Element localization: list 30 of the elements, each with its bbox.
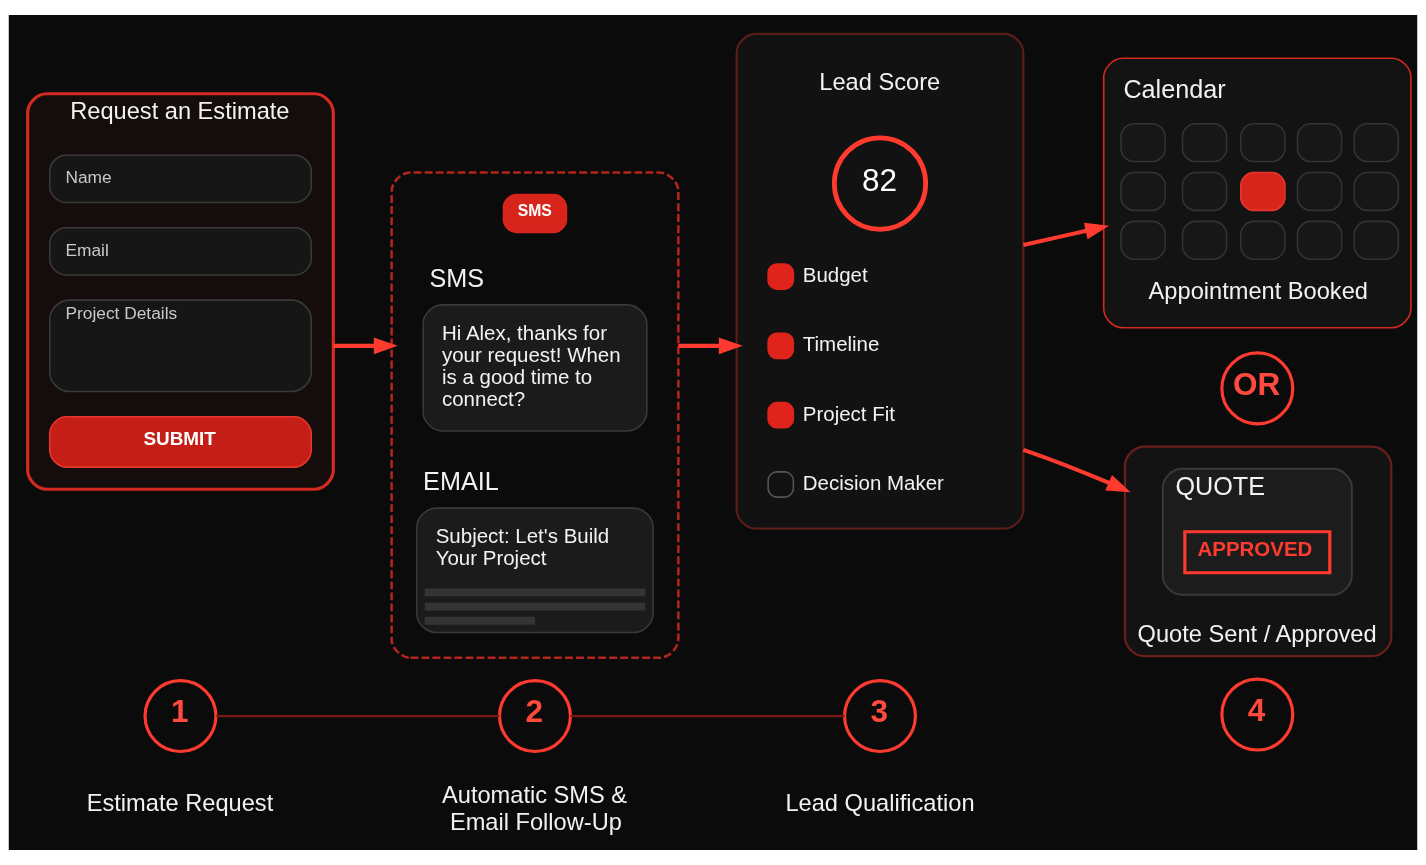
arrow xyxy=(1022,222,1110,247)
node-label: Timeline xyxy=(802,332,880,356)
node-circle: 2 xyxy=(497,679,572,754)
node-box: Project Details xyxy=(48,299,313,393)
node-circle: 4 xyxy=(1220,677,1295,752)
node-label: Estimate Request xyxy=(86,790,274,817)
node-label: Project Fit xyxy=(802,401,895,425)
connector xyxy=(570,714,845,718)
node-label: EMAIL xyxy=(423,467,499,496)
cluster xyxy=(735,32,1025,530)
arrow xyxy=(678,337,743,355)
connector xyxy=(216,714,500,718)
arrow xyxy=(333,337,398,355)
node-box: Name xyxy=(48,154,313,204)
node-circle: 1 xyxy=(143,679,218,754)
node-label: Lead Qualification xyxy=(785,790,975,817)
node-box: SMS xyxy=(502,193,568,234)
node-circle: 82 xyxy=(831,135,929,232)
node-box: APPROVED xyxy=(1183,530,1332,575)
node-label: Lead Score xyxy=(819,68,941,95)
node-label: SMS xyxy=(429,264,485,293)
node-label: Automatic SMS & Email Follow-Up xyxy=(442,781,628,835)
node-circle: OR xyxy=(1220,351,1295,426)
node-box: SUBMIT xyxy=(48,415,313,468)
arrow xyxy=(1022,447,1131,493)
node-box: Email xyxy=(48,226,313,276)
node-label: Decision Maker xyxy=(802,470,944,494)
node-circle: 3 xyxy=(842,679,918,754)
node-label: Budget xyxy=(802,262,868,286)
cluster xyxy=(390,171,680,660)
